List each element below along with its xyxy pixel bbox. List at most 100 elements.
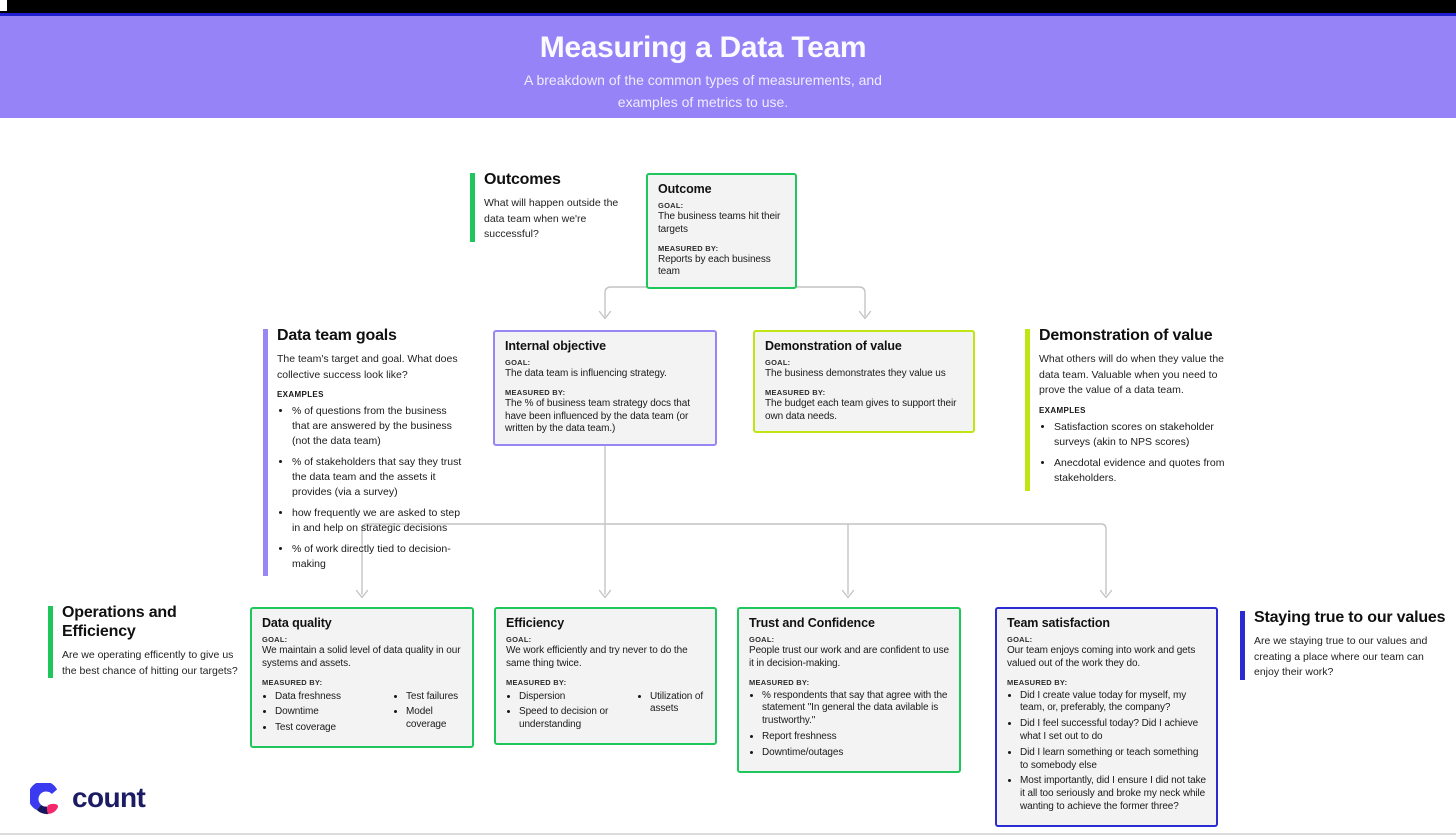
- accent-bar: [263, 329, 268, 577]
- measured-by-label: MEASURED BY:: [506, 677, 567, 687]
- window-corner-artifact: [0, 0, 7, 11]
- goal-label: GOAL:: [1007, 635, 1033, 644]
- goal-label: GOAL:: [262, 635, 288, 644]
- connector-outcome-right-branch: [727, 286, 866, 317]
- box-outcome: Outcome GOAL: The business teams hit the…: [646, 173, 797, 290]
- section-description: Are we operating efficently to give us t…: [62, 648, 238, 677]
- measured-by-label: MEASURED BY:: [1007, 677, 1068, 687]
- box-team-satisfaction: Team satisfaction GOAL: Our team enjoys …: [995, 607, 1218, 827]
- bullet-item: Speed to decision or understanding: [519, 706, 637, 732]
- section-title: Staying true to our values: [1254, 609, 1446, 626]
- page-subtitle: A breakdown of the common types of measu…: [524, 72, 882, 110]
- examples-label: EXAMPLES: [277, 390, 324, 400]
- bullet-item: Utilization of assets: [650, 691, 705, 717]
- arrowhead-icon: [598, 589, 612, 599]
- box-data-quality: Data quality GOAL: We maintain a solid l…: [250, 607, 474, 748]
- brand-logo[interactable]: count: [30, 782, 146, 815]
- window-top-bar: [0, 0, 1456, 13]
- bullet-item: % respondents that say that agree with t…: [762, 690, 949, 728]
- goal-label: GOAL:: [506, 635, 532, 644]
- bullet-item: Anecdotal evidence and quotes from stake…: [1054, 456, 1237, 486]
- measured-by-list: DispersionSpeed to decision or understan…: [519, 691, 637, 735]
- section-title: Demonstration of value: [1039, 327, 1213, 344]
- goal-label: GOAL:: [505, 358, 531, 367]
- connector-outcome-left-branch: [604, 286, 717, 317]
- measured-by-text: The budget each team gives to support th…: [765, 397, 957, 422]
- accent-bar: [48, 606, 53, 679]
- measured-by-text: Reports by each business team: [658, 253, 771, 278]
- measured-by-list: % respondents that say that agree with t…: [762, 690, 949, 760]
- page-bottom-divider: [0, 833, 1456, 835]
- section-outcomes: Outcomes What will happen outside the da…: [470, 171, 640, 243]
- section-description: The team's target and goal. What does co…: [277, 352, 458, 381]
- measured-by-list: Data freshnessDowntimeTest coverage: [275, 691, 393, 738]
- measured-by-list: Test failuresModel coverage: [406, 691, 462, 738]
- box-title: Trust and Confidence: [749, 616, 875, 630]
- box-demonstration-of-value: Demonstration of value GOAL: The busines…: [753, 330, 975, 434]
- goal-label: GOAL:: [658, 201, 684, 210]
- goal-text: People trust our work and are confident …: [749, 645, 949, 669]
- section-description: Are we staying true to our values and cr…: [1254, 634, 1428, 679]
- bullet-item: Downtime: [275, 706, 393, 719]
- arrowhead-icon: [841, 589, 855, 599]
- bullet-item: Satisfaction scores on stakeholder surve…: [1054, 420, 1237, 450]
- section-description: What others will do when they value the …: [1039, 352, 1225, 397]
- box-title: Outcome: [658, 182, 712, 196]
- bullet-item: Report freshness: [762, 731, 949, 744]
- box-internal-objective: Internal objective GOAL: The data team i…: [493, 330, 717, 447]
- goal-text: We work efficiently and try never to do …: [506, 645, 688, 669]
- measured-by-label: MEASURED BY:: [505, 387, 566, 397]
- bullet-item: Did I feel successful today? Did I achie…: [1020, 718, 1206, 744]
- bullet-item: % of questions from the business that ar…: [292, 404, 465, 449]
- section-title: Operations and Efficiency: [62, 604, 177, 640]
- section-operations-efficiency: Operations and Efficiency Are we operati…: [48, 604, 240, 679]
- page-title: Measuring a Data Team: [539, 31, 867, 64]
- bullet-item: Test failures: [406, 691, 462, 704]
- arrowhead-icon: [858, 310, 872, 320]
- accent-bar: [1240, 611, 1245, 681]
- bullet-item: Did I create value today for myself, my …: [1020, 690, 1206, 716]
- measured-by-label: MEASURED BY:: [658, 243, 719, 253]
- connector-right-branch: [604, 523, 1107, 595]
- goal-text: The business demonstrates they value us: [765, 368, 946, 379]
- bullet-item: % of work directly tied to decision-maki…: [292, 542, 465, 572]
- box-title: Team satisfaction: [1007, 616, 1110, 630]
- accent-bar: [1025, 329, 1030, 491]
- measured-by-list: Did I create value today for myself, my …: [1020, 690, 1206, 814]
- goal-text: Our team enjoys coming into work and get…: [1007, 645, 1196, 669]
- box-efficiency: Efficiency GOAL: We work efficiently and…: [494, 607, 717, 745]
- box-title: Data quality: [262, 616, 332, 630]
- measured-by-columns: DispersionSpeed to decision or understan…: [506, 688, 705, 735]
- bullet-item: how frequently we are asked to step in a…: [292, 506, 465, 536]
- arrowhead-icon: [598, 310, 612, 320]
- goal-text: We maintain a solid level of data qualit…: [262, 645, 461, 669]
- measured-by-label: MEASURED BY:: [749, 677, 810, 687]
- goal-text: The data team is influencing strategy.: [505, 368, 667, 379]
- bullet-item: Most importantly, did I ensure I did not…: [1020, 775, 1206, 813]
- measured-by-text: The % of business team strategy docs tha…: [505, 397, 690, 435]
- section-demonstration-of-value: Demonstration of value What others will …: [1025, 327, 1237, 492]
- box-title: Demonstration of value: [765, 339, 902, 353]
- goal-text: The business teams hit their targets: [658, 211, 781, 235]
- header-banner: Measuring a Data Team A breakdown of the…: [0, 16, 1456, 118]
- measured-by-label: MEASURED BY:: [262, 677, 323, 687]
- section-title: Data team goals: [277, 327, 397, 344]
- bullet-item: Did I learn something or teach something…: [1020, 747, 1206, 773]
- bullet-item: Downtime/outages: [762, 747, 949, 760]
- goal-label: GOAL:: [749, 635, 775, 644]
- section-staying-true-to-our-values: Staying true to our values Are we stayin…: [1240, 609, 1455, 681]
- bullet-item: Model coverage: [406, 706, 462, 732]
- examples-list: % of questions from the business that ar…: [292, 404, 465, 571]
- count-logo-icon: [30, 783, 59, 815]
- measured-by-label: MEASURED BY:: [765, 387, 826, 397]
- accent-bar: [470, 173, 475, 243]
- box-title: Efficiency: [506, 616, 565, 630]
- examples-list: Satisfaction scores on stakeholder surve…: [1054, 420, 1237, 486]
- bullet-item: Data freshness: [275, 691, 393, 704]
- bullet-item: % of stakeholders that say they trust th…: [292, 455, 465, 500]
- bullet-item: Test coverage: [275, 722, 393, 735]
- section-data-team-goals: Data team goals The team's target and go…: [263, 327, 465, 577]
- examples-label: EXAMPLES: [1039, 406, 1086, 416]
